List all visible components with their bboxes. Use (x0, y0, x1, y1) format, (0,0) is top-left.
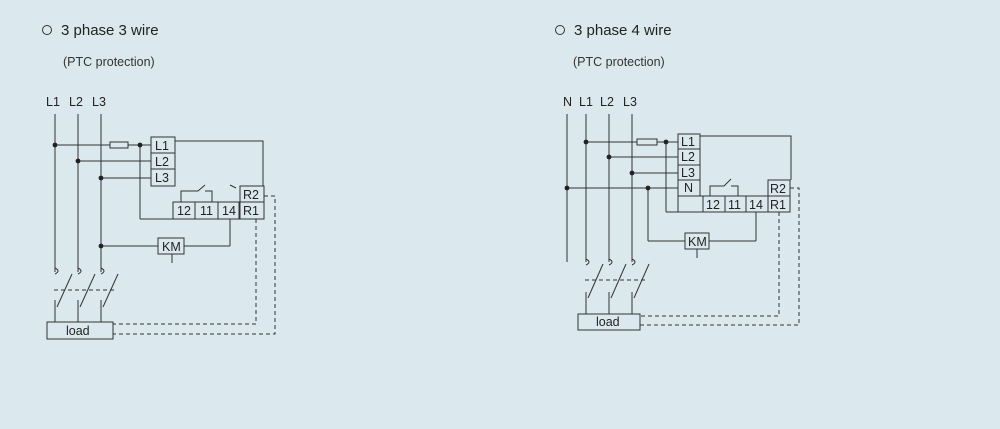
phase-label-l2: L2 (69, 95, 83, 109)
terminal-11: 11 (728, 198, 741, 212)
terminal-11: 11 (200, 204, 213, 218)
junction-dot (98, 175, 104, 181)
terminal-r1: R1 (243, 204, 259, 218)
fuse-symbol (636, 138, 658, 146)
terminal-l1: L1 (155, 139, 169, 153)
load-label: load (596, 315, 620, 329)
input-wiring (55, 140, 264, 263)
bullet-circle-icon (42, 25, 52, 35)
terminal-14: 14 (749, 198, 763, 212)
terminal-l2: L2 (681, 150, 695, 164)
terminal-r1: R1 (770, 198, 786, 212)
phase-bus-lines (54, 114, 102, 272)
ptc-wire-r2 (640, 187, 800, 326)
contact-terminal-strip: 12 11 14 (677, 195, 769, 213)
junction-dot (52, 142, 58, 148)
junction-dot (645, 185, 651, 191)
junction-dot (629, 170, 635, 176)
input-wiring (567, 135, 792, 258)
phase-label-l1: L1 (579, 95, 593, 109)
main-contacts (54, 267, 119, 322)
terminal-l1: L1 (681, 135, 695, 149)
terminal-14: 14 (222, 204, 236, 218)
contact-terminal-strip: 12 11 14 (172, 201, 240, 220)
phase-label-l1: L1 (46, 95, 60, 109)
junction-dot (583, 139, 589, 145)
main-contacts (585, 258, 650, 314)
ptc-wire-r1 (640, 212, 780, 317)
terminal-12: 12 (177, 204, 191, 218)
contactor-coil (684, 232, 710, 250)
ptc-terminals: R2 R1 (239, 185, 265, 220)
terminal-n: N (684, 181, 693, 195)
phase-label-l3: L3 (92, 95, 106, 109)
phase-label-n: N (563, 95, 572, 109)
terminal-r2: R2 (770, 182, 786, 196)
diagram-title: 3 phase 3 wire (61, 22, 159, 39)
phase-label-l2: L2 (600, 95, 614, 109)
bullet-circle-icon (555, 25, 565, 35)
ptc-wire-r1 (113, 219, 257, 325)
diagram-subtitle: (PTC protection) (573, 55, 665, 69)
junction-dot (663, 139, 669, 145)
junction-dot (564, 185, 570, 191)
diagram-3-phase-4-wire: 3 phase 4 wire (PTC protection) N L1 L2 … (555, 22, 800, 331)
load-label: load (66, 324, 90, 338)
fuse-symbol (109, 141, 129, 149)
load-box (46, 321, 114, 340)
phase-label-l3: L3 (623, 95, 637, 109)
diagram-3-phase-3-wire: 3 phase 3 wire (PTC protection) L1 L2 L3 (42, 22, 276, 340)
terminal-l3: L3 (681, 166, 695, 180)
junction-dot (75, 158, 81, 164)
terminal-12: 12 (706, 198, 720, 212)
terminal-r2: R2 (243, 188, 259, 202)
diagram-title: 3 phase 4 wire (574, 22, 672, 39)
relay-contact-symbol (180, 184, 213, 202)
contactor-coil (157, 237, 185, 255)
terminal-l3: L3 (155, 171, 169, 185)
relay-input-terminals: L1 L2 L3 N (677, 133, 701, 197)
diagram-subtitle: (PTC protection) (63, 55, 155, 69)
junction-dot (98, 243, 104, 249)
relay-input-terminals: L1 L2 L3 (150, 136, 176, 187)
ptc-wire-r2 (113, 195, 276, 335)
ptc-terminals: R2 R1 (767, 179, 791, 213)
terminal-l2: L2 (155, 155, 169, 169)
contactor-label: KM (688, 235, 707, 249)
junction-dot (606, 154, 612, 160)
contactor-label: KM (162, 240, 181, 254)
junction-dot (137, 142, 143, 148)
load-box (577, 313, 641, 331)
relay-contact-symbol (709, 178, 739, 196)
